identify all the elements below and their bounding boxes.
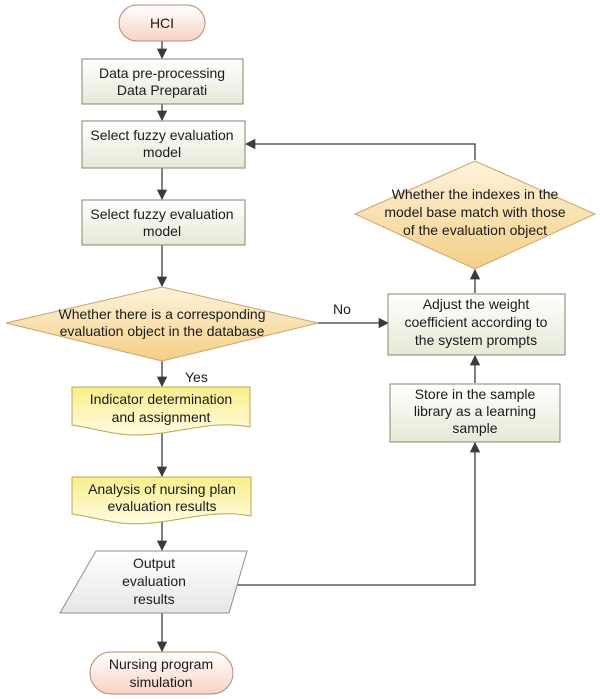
edge-output-to-store — [230, 441, 481, 586]
label-line: Indicator determination — [90, 391, 232, 407]
label-line: Analysis of nursing plan — [88, 481, 236, 497]
edge-decision-match-to-select1 — [244, 138, 476, 160]
node-decision-match: Whether the indexes in the model base mat… — [353, 160, 597, 270]
node-indicator: Indicator determination and assignment — [71, 386, 251, 436]
node-hci: HCI — [118, 4, 206, 42]
label-line: Whether the indexes in the — [392, 186, 559, 202]
label-line: sample — [452, 420, 497, 436]
document-shape — [71, 476, 252, 525]
label-line: model — [143, 223, 181, 239]
edge-label-no: No — [333, 301, 351, 317]
label-line: Output — [133, 555, 175, 571]
label-line: Select fuzzy evaluation — [90, 127, 233, 143]
process-shape — [81, 120, 246, 169]
node-output: Output evaluation results — [59, 550, 248, 614]
node-simulation: Nursing program simulation — [89, 651, 234, 695]
decision-shape — [5, 286, 319, 362]
label-line: Adjust the weight — [423, 296, 530, 312]
node-adjust-weight: Adjust the weight coefficient according t… — [387, 293, 566, 356]
node-label: Nursing program simulation — [109, 656, 213, 690]
label-line: evaluation object in the database — [60, 323, 265, 339]
label-line: and assignment — [112, 409, 211, 425]
label-line: model base match with those — [384, 204, 566, 220]
process-shape — [387, 293, 566, 356]
document-shape — [71, 386, 251, 436]
io-shape — [59, 550, 248, 614]
process-shape — [81, 199, 246, 246]
decision-shape — [353, 160, 597, 270]
node-label: HCI — [150, 15, 174, 31]
node-label: Indicator determination and assignment — [90, 391, 232, 425]
label-line: Store in the sample — [415, 386, 536, 402]
label-line: model — [143, 144, 181, 160]
label-line: Whether there is a corresponding — [59, 306, 266, 322]
terminal-shape — [89, 651, 234, 695]
node-label: Output evaluation results — [122, 555, 186, 607]
node-label: Adjust the weight coefficient according t… — [405, 296, 548, 348]
label-line: results — [133, 591, 174, 607]
label-line: Data pre-processing — [99, 65, 225, 81]
label-line: Data Preparati — [117, 82, 207, 98]
edges — [156, 41, 481, 653]
label-line: evaluation — [122, 573, 186, 589]
label-line: evaluation results — [108, 498, 217, 514]
label-line: of the evaluation object — [403, 222, 547, 238]
label-line: HCI — [150, 15, 174, 31]
label-line: library as a learning — [414, 403, 536, 419]
label-line: the system prompts — [415, 332, 537, 348]
node-label: Whether the indexes in the model base mat… — [384, 186, 566, 238]
process-shape — [389, 383, 561, 443]
label-line: Select fuzzy evaluation — [90, 206, 233, 222]
process-shape — [81, 58, 244, 105]
terminal-shape — [118, 4, 206, 42]
label-line: simulation — [129, 674, 192, 690]
label-line: coefficient according to — [405, 314, 548, 330]
label-line: Nursing program — [109, 656, 213, 672]
edge-label-yes: Yes — [185, 369, 208, 385]
